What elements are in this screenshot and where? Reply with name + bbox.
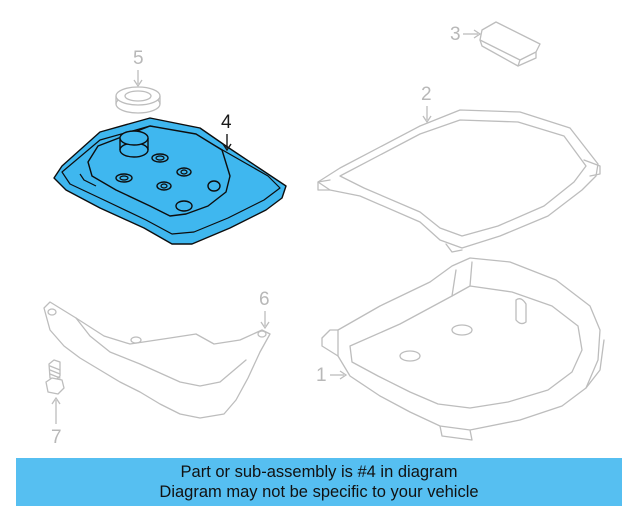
part-2-gasket — [317, 109, 601, 253]
callout-6: 6 — [259, 289, 270, 330]
info-banner: Part or sub-assembly is #4 in diagram Di… — [16, 458, 622, 506]
part-1-pan — [321, 257, 605, 441]
callout-5: 5 — [133, 48, 144, 88]
part-5-seal — [115, 86, 161, 114]
callout-1: 1 — [316, 365, 348, 386]
callout-7: 7 — [51, 396, 62, 448]
svg-text:3: 3 — [450, 24, 461, 45]
banner-line-1: Part or sub-assembly is #4 in diagram — [180, 463, 458, 481]
svg-text:5: 5 — [133, 48, 144, 69]
part-3-pad — [479, 21, 541, 67]
part-4-filter — [53, 117, 287, 245]
callout-3: 3 — [450, 24, 482, 45]
svg-text:6: 6 — [259, 289, 270, 310]
part-7-bolt — [45, 359, 65, 395]
part-6-bracket — [43, 301, 271, 419]
svg-text:1: 1 — [316, 365, 327, 386]
svg-text:7: 7 — [51, 427, 62, 448]
banner-line-2: Diagram may not be specific to your vehi… — [159, 483, 479, 501]
callout-4: 4 — [221, 112, 232, 152]
svg-text:4: 4 — [221, 112, 232, 133]
parts-diagram: 3 5 2 1 — [43, 21, 605, 448]
svg-text:2: 2 — [421, 84, 432, 105]
callout-2: 2 — [421, 84, 432, 124]
